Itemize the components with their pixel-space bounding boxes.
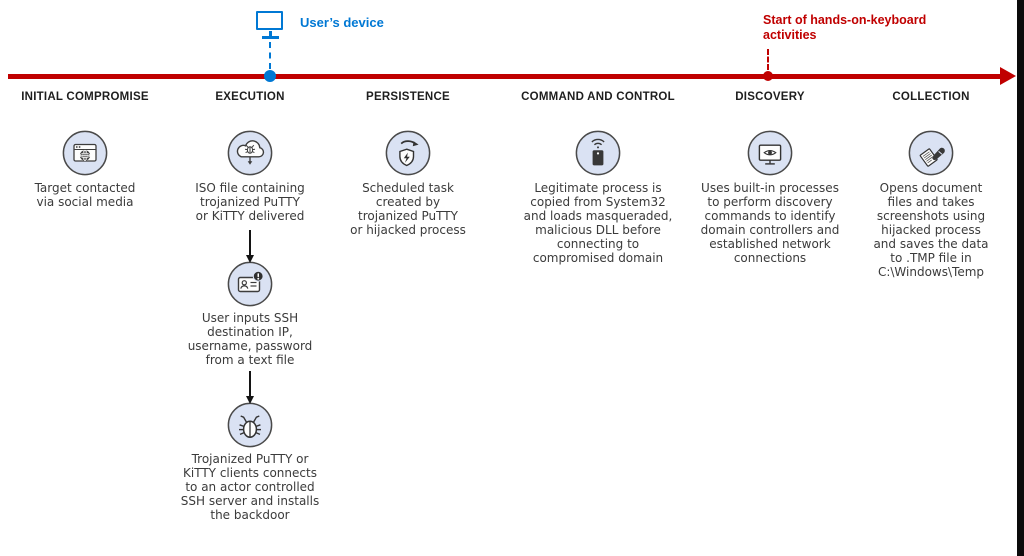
timeline-axis <box>8 74 1003 79</box>
hands-on-keyboard-connector <box>767 49 769 70</box>
stage-label: COLLECTION <box>892 91 970 103</box>
step-text: Target contacted via social media <box>34 181 136 209</box>
timeline-arrowhead-icon <box>1000 67 1016 85</box>
stage-column-collection: COLLECTION Opens document fil <box>849 90 1013 279</box>
monitor-eye-icon <box>747 130 793 176</box>
screenshot-edge-artifact <box>1017 0 1024 556</box>
stage-label: INITIAL COMPROMISE <box>21 91 149 103</box>
step-text: Uses built-in processes to perform disco… <box>700 181 840 265</box>
stage-column-initial-compromise: INITIAL COMPROMISE Target contacted via … <box>10 90 160 209</box>
hands-on-keyboard-timeline-dot <box>763 71 773 81</box>
stage-column-discovery: DISCOVERY Uses built-in processes to per… <box>684 90 856 265</box>
browser-globe-icon <box>62 130 108 176</box>
user-device-label: User’s device <box>300 15 384 30</box>
user-device-connector <box>269 42 271 69</box>
flow-arrow-icon <box>245 230 254 263</box>
stage-label: COMMAND AND CONTROL <box>521 91 675 103</box>
id-card-alert-icon <box>227 261 273 307</box>
step-text: Trojanized PuTTY or KiTTY clients connec… <box>180 452 320 522</box>
cloud-download-bug-icon <box>227 130 273 176</box>
hand-document-icon <box>908 130 954 176</box>
step-text: Legitimate process is copied from System… <box>523 181 673 265</box>
monitor-base <box>262 36 279 39</box>
step-text: ISO file containing trojanized PuTTY or … <box>195 181 305 223</box>
step-text: Scheduled task created by trojanized PuT… <box>350 181 466 237</box>
stage-label: PERSISTENCE <box>366 91 450 103</box>
monitor-icon <box>256 11 283 30</box>
step-text: Opens document files and takes screensho… <box>873 181 989 279</box>
beacon-device-icon <box>575 130 621 176</box>
stage-column-execution: EXECUTION ISO file containing trojanized… <box>170 90 330 522</box>
bug-icon <box>227 402 273 448</box>
stage-label: EXECUTION <box>215 91 285 103</box>
flow-arrow-icon <box>245 371 254 404</box>
step-text: User inputs SSH destination IP, username… <box>187 311 313 367</box>
hands-on-keyboard-label: Start of hands-on-keyboard activities <box>763 13 927 42</box>
stage-label: DISCOVERY <box>735 91 805 103</box>
stage-column-command-and-control: COMMAND AND CONTROL Legitimate process i… <box>510 90 686 265</box>
user-device-timeline-dot <box>264 70 276 82</box>
monitor-stand <box>269 31 272 36</box>
shield-scheduled-task-icon <box>385 130 431 176</box>
stage-column-persistence: PERSISTENCE Scheduled task created by tr… <box>328 90 488 237</box>
